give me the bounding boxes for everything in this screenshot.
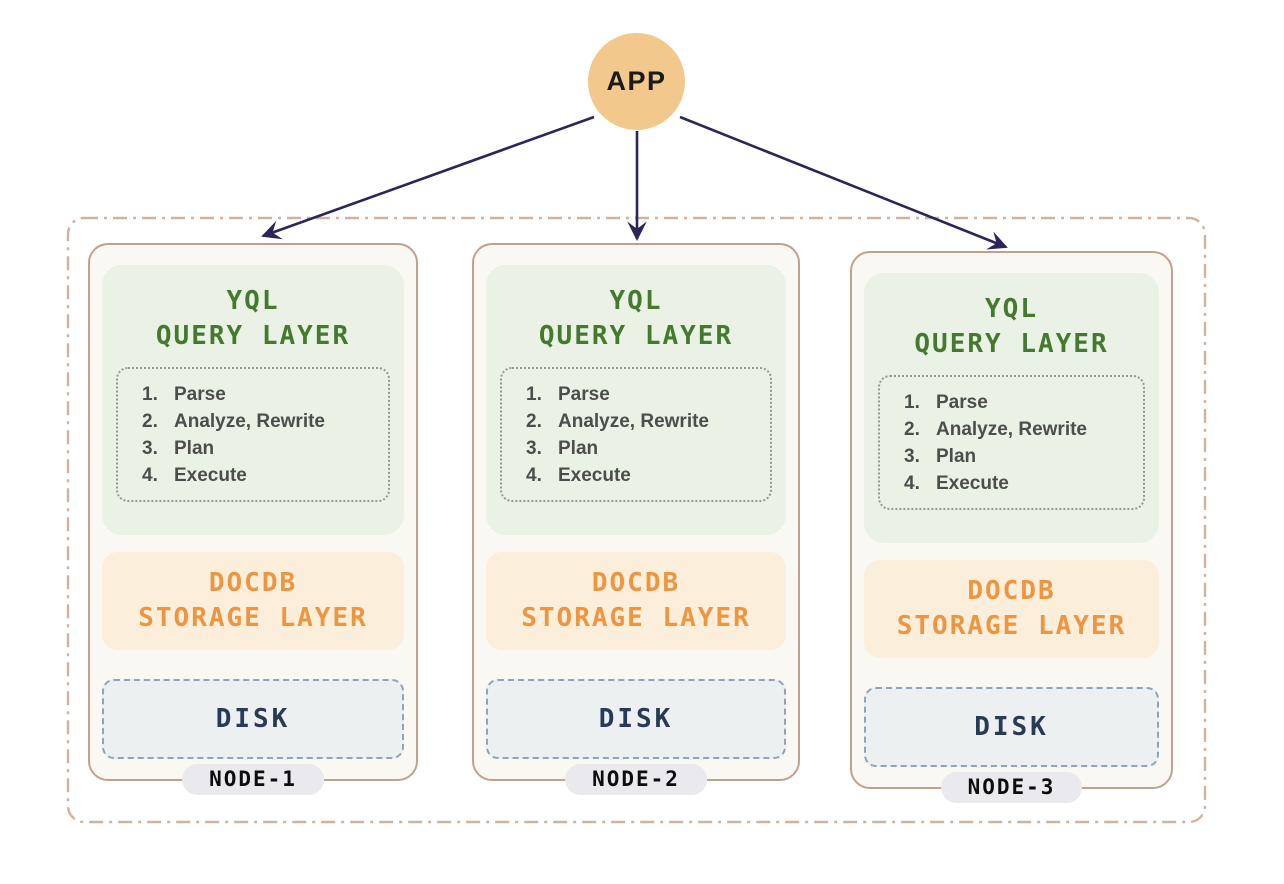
disk-box: DISK — [102, 679, 404, 759]
query-layer-title-line2: QUERY LAYER — [914, 329, 1109, 359]
storage-layer-title-line2: STORAGE LAYER — [521, 603, 751, 633]
storage-layer-title-line2: STORAGE LAYER — [138, 603, 368, 633]
query-layer-title-line1: YQL — [226, 286, 280, 316]
node-label: NODE-1 — [209, 767, 297, 791]
query-step: 1. Parse — [142, 384, 226, 405]
node-label-pill: NODE-1 — [182, 764, 324, 795]
disk-label: DISK — [974, 712, 1049, 742]
query-step: 3. Plan — [526, 438, 599, 459]
query-layer-title-line2: QUERY LAYER — [538, 321, 734, 351]
query-layer-title-line1: YQL — [609, 286, 663, 316]
storage-layer-title-line1: DOCDB — [591, 568, 681, 598]
node-label: NODE-2 — [592, 767, 680, 791]
arrow-app-to-node-1 — [261, 115, 595, 240]
node-card-1: YQL QUERY LAYER 1. Parse 2. Analyze, Rew… — [88, 243, 418, 795]
disk-box: DISK — [864, 687, 1159, 767]
app-label: APP — [606, 66, 667, 96]
disk-box: DISK — [486, 679, 786, 759]
query-step: 2. Analyze, Rewrite — [526, 411, 709, 432]
query-layer-box: YQL QUERY LAYER 1. Parse 2. Analyze, Rew… — [102, 265, 404, 535]
node-label-pill: NODE-2 — [565, 764, 707, 795]
node-card-2: YQL QUERY LAYER 1. Parse 2. Analyze, Rew… — [472, 243, 800, 795]
query-steps-box: 1. Parse 2. Analyze, Rewrite 3. Plan 4. … — [878, 375, 1145, 510]
arrow-app-to-node-3 — [679, 115, 1008, 250]
node-label: NODE-3 — [967, 775, 1056, 799]
query-layer-box: YQL QUERY LAYER 1. Parse 2. Analyze, Rew… — [486, 265, 786, 535]
query-step: 1. Parse — [526, 384, 610, 405]
node-card-3: YQL QUERY LAYER 1. Parse 2. Analyze, Rew… — [850, 251, 1173, 803]
storage-layer-title-line2: STORAGE LAYER — [896, 611, 1127, 641]
query-step: 1. Parse — [904, 392, 988, 413]
query-step: 4. Execute — [142, 465, 247, 486]
query-steps-box: 1. Parse 2. Analyze, Rewrite 3. Plan 4. … — [500, 367, 772, 502]
disk-label: DISK — [598, 704, 674, 734]
query-step: 4. Execute — [904, 473, 1009, 494]
query-layer-box: YQL QUERY LAYER 1. Parse 2. Analyze, Rew… — [864, 273, 1159, 543]
query-step: 2. Analyze, Rewrite — [142, 411, 325, 432]
storage-layer-title-line1: DOCDB — [967, 576, 1056, 606]
node-label-pill: NODE-3 — [940, 772, 1083, 803]
query-layer-title-line1: YQL — [985, 294, 1038, 324]
query-step: 4. Execute — [526, 465, 631, 486]
query-step: 3. Plan — [904, 446, 977, 467]
disk-label: DISK — [215, 704, 291, 734]
query-layer-title-line2: QUERY LAYER — [155, 321, 351, 351]
storage-layer-box: DOCDB STORAGE LAYER — [102, 552, 404, 650]
storage-layer-box: DOCDB STORAGE LAYER — [486, 552, 786, 650]
app-node: APP — [588, 33, 685, 130]
storage-layer-box: DOCDB STORAGE LAYER — [864, 560, 1159, 658]
query-steps-box: 1. Parse 2. Analyze, Rewrite 3. Plan 4. … — [116, 367, 390, 502]
query-step: 3. Plan — [142, 438, 215, 459]
query-step: 2. Analyze, Rewrite — [904, 419, 1087, 440]
storage-layer-title-line1: DOCDB — [208, 568, 298, 598]
